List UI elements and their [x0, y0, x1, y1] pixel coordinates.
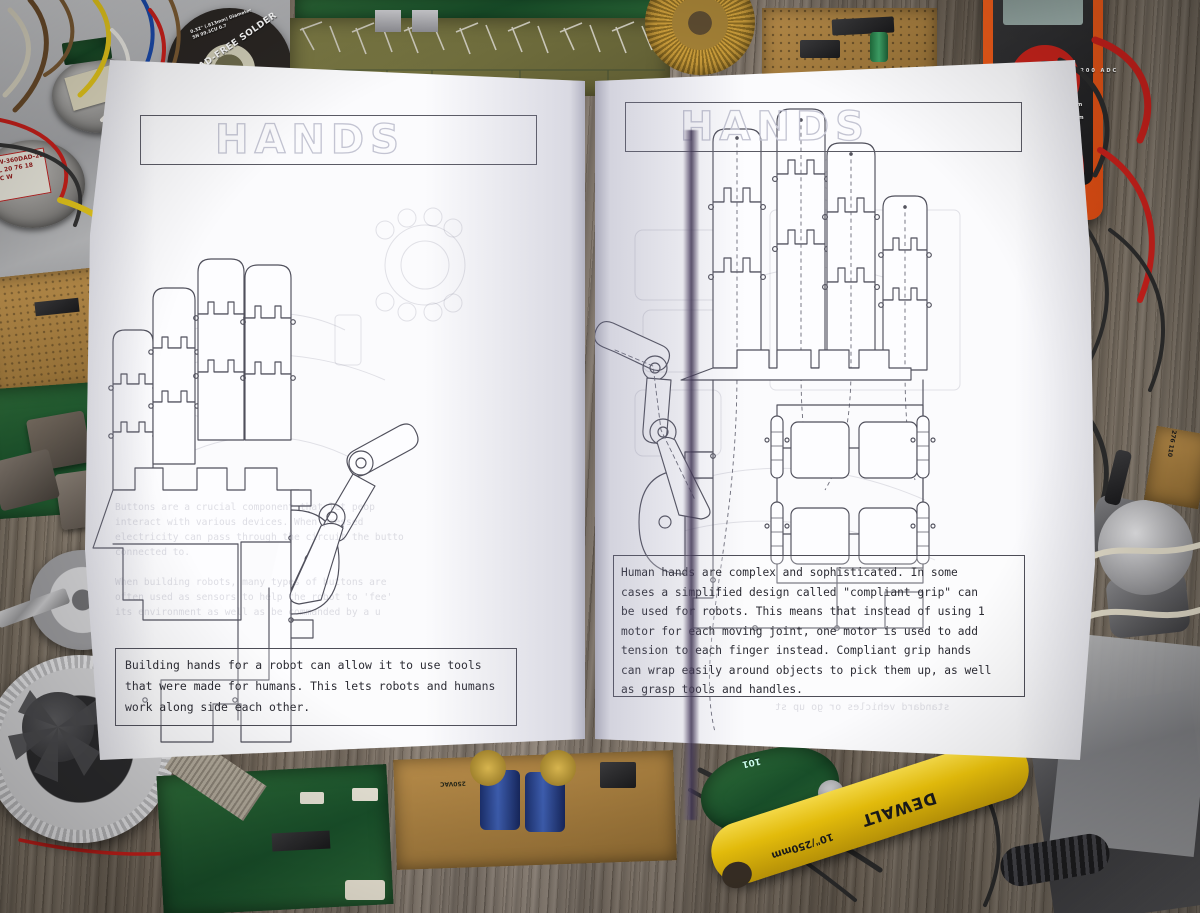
- left-page-caption: Building hands for a robot can allow it …: [125, 655, 495, 718]
- ic-chip-bottom-board: [271, 830, 331, 852]
- ic-chip-dip: [800, 40, 840, 58]
- white-connector-3: [345, 880, 385, 900]
- right-page[interactable]: standard vehicles or go up st HANDS Huma…: [595, 60, 1095, 760]
- capacitor-gold-1: [470, 750, 506, 786]
- rigid-hand-palm: [92, 467, 314, 743]
- book-spine-gutter: [683, 130, 699, 820]
- rigid-hand-fingers: [108, 258, 296, 491]
- left-page-heading-box: [140, 115, 537, 165]
- rigid-hand-thumb-linkage: [289, 423, 419, 615]
- white-connector-2: [300, 792, 324, 804]
- power-board-silkscreen: 250VAC: [439, 779, 466, 788]
- left-page-artwork: [92, 207, 466, 743]
- left-page-heading: HANDS: [214, 117, 405, 162]
- left-page[interactable]: Buttons are a crucial component that let…: [85, 60, 585, 760]
- electrolytic-capacitor: [870, 32, 888, 62]
- white-connector-1: [352, 788, 378, 801]
- left-page-ghost-text: Buttons are a crucial component that let…: [115, 500, 404, 620]
- relay-block: [600, 762, 636, 788]
- solder-pad-chip-1: [375, 10, 401, 32]
- left-page-caption-box: [115, 648, 517, 726]
- open-book: Buttons are a crucial component that let…: [85, 60, 1095, 820]
- brass-gear-hub: [672, 0, 728, 50]
- fan-hub: [22, 692, 94, 762]
- round-metal-canister: [1098, 500, 1193, 595]
- green-edge-board: [295, 0, 665, 20]
- capacitor-gold-2: [540, 750, 576, 786]
- solder-pad-chip-2: [412, 10, 438, 32]
- multimeter-display: [1003, 0, 1083, 25]
